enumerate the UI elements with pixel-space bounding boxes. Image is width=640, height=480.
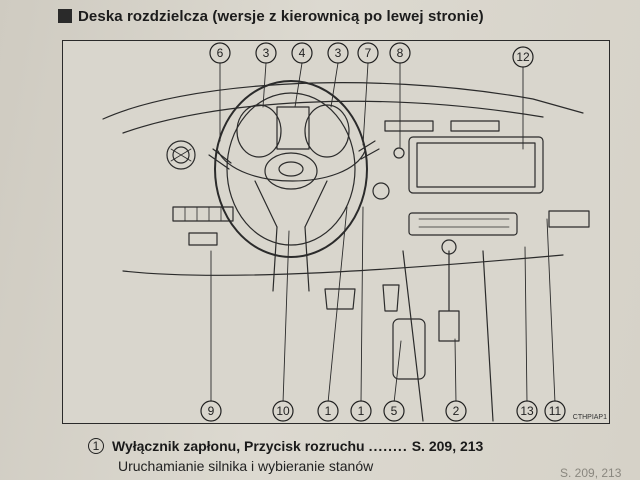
leader-lines bbox=[210, 62, 556, 404]
callout-top-8: 8 bbox=[397, 46, 404, 60]
callout-bottom-2: 2 bbox=[453, 404, 460, 418]
figure-code: CTHPIAP1 bbox=[572, 414, 607, 421]
callouts-top: 6 3 4 3 7 8 12 bbox=[209, 42, 534, 68]
callout-top-12: 12 bbox=[516, 50, 530, 64]
hazard-button bbox=[393, 147, 405, 159]
pedal-right bbox=[382, 284, 400, 312]
callout-bottom-1b: 1 bbox=[358, 404, 365, 418]
callout-bottom-5: 5 bbox=[391, 404, 398, 418]
left-gauge bbox=[236, 104, 282, 158]
right-gauge bbox=[304, 104, 350, 158]
parking-brake bbox=[392, 318, 426, 380]
left-stalk bbox=[208, 148, 232, 170]
left-switch-panel bbox=[172, 206, 234, 222]
steering-hub bbox=[264, 152, 318, 190]
callout-bottom-11: 11 bbox=[549, 404, 562, 418]
callout-top-3a: 3 bbox=[263, 46, 270, 60]
entry-description: Uruchamianie silnika i wybieranie stanów bbox=[118, 458, 374, 474]
center-display bbox=[276, 106, 310, 150]
center-vent-right bbox=[450, 120, 500, 132]
entry-number: 1 bbox=[88, 438, 104, 454]
dashboard-outline bbox=[102, 82, 584, 120]
callout-top-4: 4 bbox=[299, 46, 306, 60]
right-stalk bbox=[358, 140, 380, 160]
section-header: Deska rozdzielcza (wersje z kierownicą p… bbox=[58, 4, 484, 28]
callout-bottom-10: 10 bbox=[276, 404, 290, 418]
callout-top-7: 7 bbox=[365, 46, 372, 60]
steering-wheel bbox=[214, 80, 368, 258]
center-vent-left bbox=[384, 120, 434, 132]
callouts-bottom: 9 10 1 1 5 2 13 11 bbox=[200, 400, 566, 422]
left-vent bbox=[166, 140, 196, 170]
dashboard-figure: 6 3 4 3 7 8 12 9 10 bbox=[62, 40, 610, 424]
center-screen bbox=[408, 136, 544, 194]
gear-lever bbox=[438, 250, 460, 342]
entry-page-ref: S. 209, 213 bbox=[411, 438, 484, 454]
callout-top-6: 6 bbox=[217, 46, 224, 60]
callout-bottom-1a: 1 bbox=[325, 404, 332, 418]
legend-entry-1: 1 Wyłącznik zapłonu, Przycisk rozruchu .… bbox=[88, 436, 640, 456]
pedal bbox=[324, 288, 356, 310]
left-lower-switch bbox=[188, 232, 218, 246]
dashboard-outline-inner bbox=[122, 100, 544, 134]
callout-bottom-13: 13 bbox=[520, 404, 534, 418]
callout-bottom-9: 9 bbox=[208, 404, 215, 418]
entry-title: Wyłącznik zapłonu, Przycisk rozruchu bbox=[112, 438, 365, 454]
dashboard-drawing bbox=[102, 62, 590, 422]
header-square-icon bbox=[58, 9, 72, 23]
gear-tunnel bbox=[402, 250, 494, 422]
climate-panel bbox=[408, 212, 518, 236]
right-vent bbox=[548, 210, 590, 228]
entry-dots: ........ bbox=[368, 438, 408, 454]
start-button bbox=[372, 182, 390, 200]
callout-top-3b: 3 bbox=[335, 46, 342, 60]
steering-column bbox=[272, 226, 310, 292]
faint-next-page-ref: S. 209, 213 bbox=[560, 466, 622, 480]
section-title: Deska rozdzielcza (wersje z kierownicą p… bbox=[78, 7, 484, 25]
